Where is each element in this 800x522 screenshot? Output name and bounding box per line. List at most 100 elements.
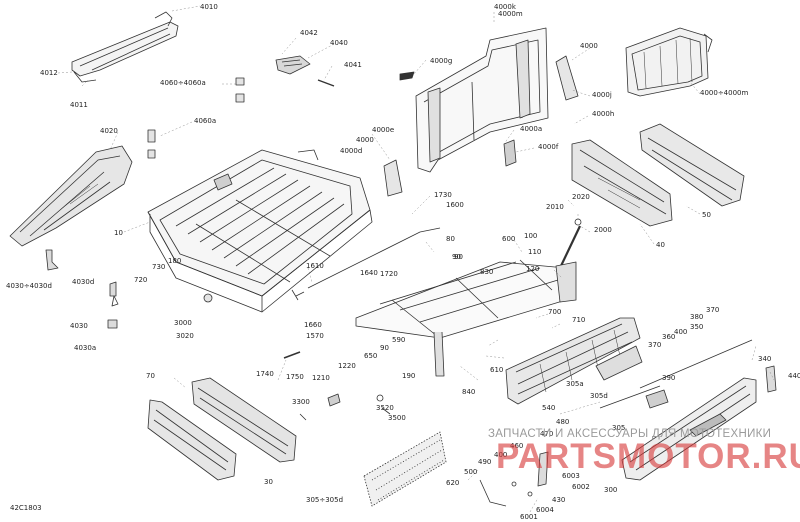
watermark-subtitle: ЗАПЧАСТИ И АКСЕССУАРЫ ДЛЯ МОТОТЕХНИКИ xyxy=(488,428,772,440)
callout-label: 360 xyxy=(662,333,676,341)
callout-label: 1220 xyxy=(338,362,356,370)
callout-label: 4000d xyxy=(340,147,363,155)
callout-label: 720 xyxy=(134,276,148,284)
callout-label: 1750 xyxy=(286,373,304,381)
callout-label: 1610 xyxy=(306,262,324,270)
diagram-reference-code: 42C1803 xyxy=(10,504,42,512)
latch-rod xyxy=(599,339,753,409)
callout-label: 1740 xyxy=(256,370,274,378)
callout-label: 4040 xyxy=(330,39,348,47)
callout-label: 620 xyxy=(446,479,460,487)
callout-label: 4012 xyxy=(40,69,58,77)
callout-label: 340 xyxy=(758,355,772,363)
callout-label: 90 xyxy=(454,253,463,261)
callout-label: 6001 xyxy=(520,513,538,521)
gate-bracket xyxy=(555,55,579,101)
callout-label: 4000f xyxy=(538,143,559,151)
callout-label: 4000 xyxy=(580,42,598,50)
callout-label: 3500 xyxy=(388,414,406,422)
release-cable xyxy=(291,227,441,301)
callout-label: 1570 xyxy=(306,332,324,340)
callout-label: 4041 xyxy=(344,61,362,69)
callout-label: 300 xyxy=(604,486,618,494)
callout-label: 4060a xyxy=(194,117,217,125)
callout-label: 70 xyxy=(146,372,155,380)
tailgate-outer xyxy=(621,377,757,481)
callout-label: 650 xyxy=(364,352,378,360)
callout-label: 540 xyxy=(542,404,556,412)
callout-label: 4000÷4000m xyxy=(700,89,749,97)
callout-label: 590 xyxy=(392,336,406,344)
callout-label: 110 xyxy=(528,248,542,256)
callout-label: 730 xyxy=(152,263,166,271)
callout-label: 480 xyxy=(556,418,570,426)
leader-lines xyxy=(57,5,775,513)
left-outer-panel xyxy=(147,399,237,481)
callout-label: 4000m xyxy=(498,10,523,18)
callout-label: 840 xyxy=(462,388,476,396)
callout-label: 80 xyxy=(446,235,455,243)
callout-label: 180 xyxy=(168,257,182,265)
callout-label: 4060÷4060a xyxy=(160,79,206,87)
hook-parts xyxy=(45,249,119,329)
callout-label: 2010 xyxy=(546,203,564,211)
side-bracket xyxy=(383,159,403,197)
bed-mat xyxy=(363,431,447,507)
callout-label: 710 xyxy=(572,316,586,324)
callout-label: 610 xyxy=(490,366,504,374)
callout-label: 830 xyxy=(480,268,494,276)
callout-label: 30 xyxy=(264,478,273,486)
callout-label: 370 xyxy=(706,306,720,314)
tailgate-inner xyxy=(505,317,641,405)
callout-label: 305d xyxy=(590,392,608,400)
callout-label: 1640 xyxy=(360,269,378,277)
chassis-frame xyxy=(355,259,577,377)
callout-label: 3000 xyxy=(174,319,192,327)
callout-label: 4000h xyxy=(592,110,615,118)
callout-label: 50 xyxy=(702,211,711,219)
callout-label: 3520 xyxy=(376,404,394,412)
callout-label: 4000e xyxy=(372,126,395,134)
callout-label: 440 xyxy=(788,372,800,380)
tailgate-latch xyxy=(645,389,669,409)
callout-label: 40 xyxy=(656,241,665,249)
left-rail-panel xyxy=(9,145,133,247)
callout-label: 460 xyxy=(510,442,524,450)
support-rail-part xyxy=(71,11,179,83)
callout-label: 2000 xyxy=(594,226,612,234)
callout-label: 100 xyxy=(524,232,538,240)
callout-label: 4011 xyxy=(70,101,88,109)
callout-label: 1600 xyxy=(446,201,464,209)
callout-label: 490 xyxy=(478,458,492,466)
callout-label: 90 xyxy=(452,253,461,261)
watermark-brand: PARTSMOTOR.RU xyxy=(496,437,800,476)
callout-label: 10 xyxy=(114,229,123,237)
callout-label: 6002 xyxy=(572,483,590,491)
callout-label: 1720 xyxy=(380,270,398,278)
callout-label: 600 xyxy=(502,235,516,243)
callout-label: 700 xyxy=(548,308,562,316)
callout-label: 190 xyxy=(402,372,416,380)
callout-label: 120 xyxy=(526,265,540,273)
callout-label: 305 xyxy=(612,424,626,432)
callout-label: 470 xyxy=(540,430,554,438)
latch-part xyxy=(275,55,335,87)
callout-label: 400 xyxy=(674,328,688,336)
callout-label: 2020 xyxy=(572,193,590,201)
right-side-rail xyxy=(571,139,673,227)
callout-label: 90 xyxy=(380,344,389,352)
callout-label: 4000k xyxy=(494,3,516,11)
callout-label: 400 xyxy=(494,451,508,459)
callout-label: 305÷305d xyxy=(306,496,344,504)
callout-label: 4030 xyxy=(70,322,88,330)
callout-label: 4030÷4030d xyxy=(6,282,52,290)
callout-label: 350 xyxy=(690,323,704,331)
callout-label: 3020 xyxy=(176,332,194,340)
callout-label: 4000j xyxy=(592,91,612,99)
front-gate-frame xyxy=(399,27,549,173)
tailgate-cover xyxy=(595,345,643,381)
callout-label: 370 xyxy=(648,341,662,349)
callout-label: 380 xyxy=(690,313,704,321)
gas-strut xyxy=(559,218,582,269)
